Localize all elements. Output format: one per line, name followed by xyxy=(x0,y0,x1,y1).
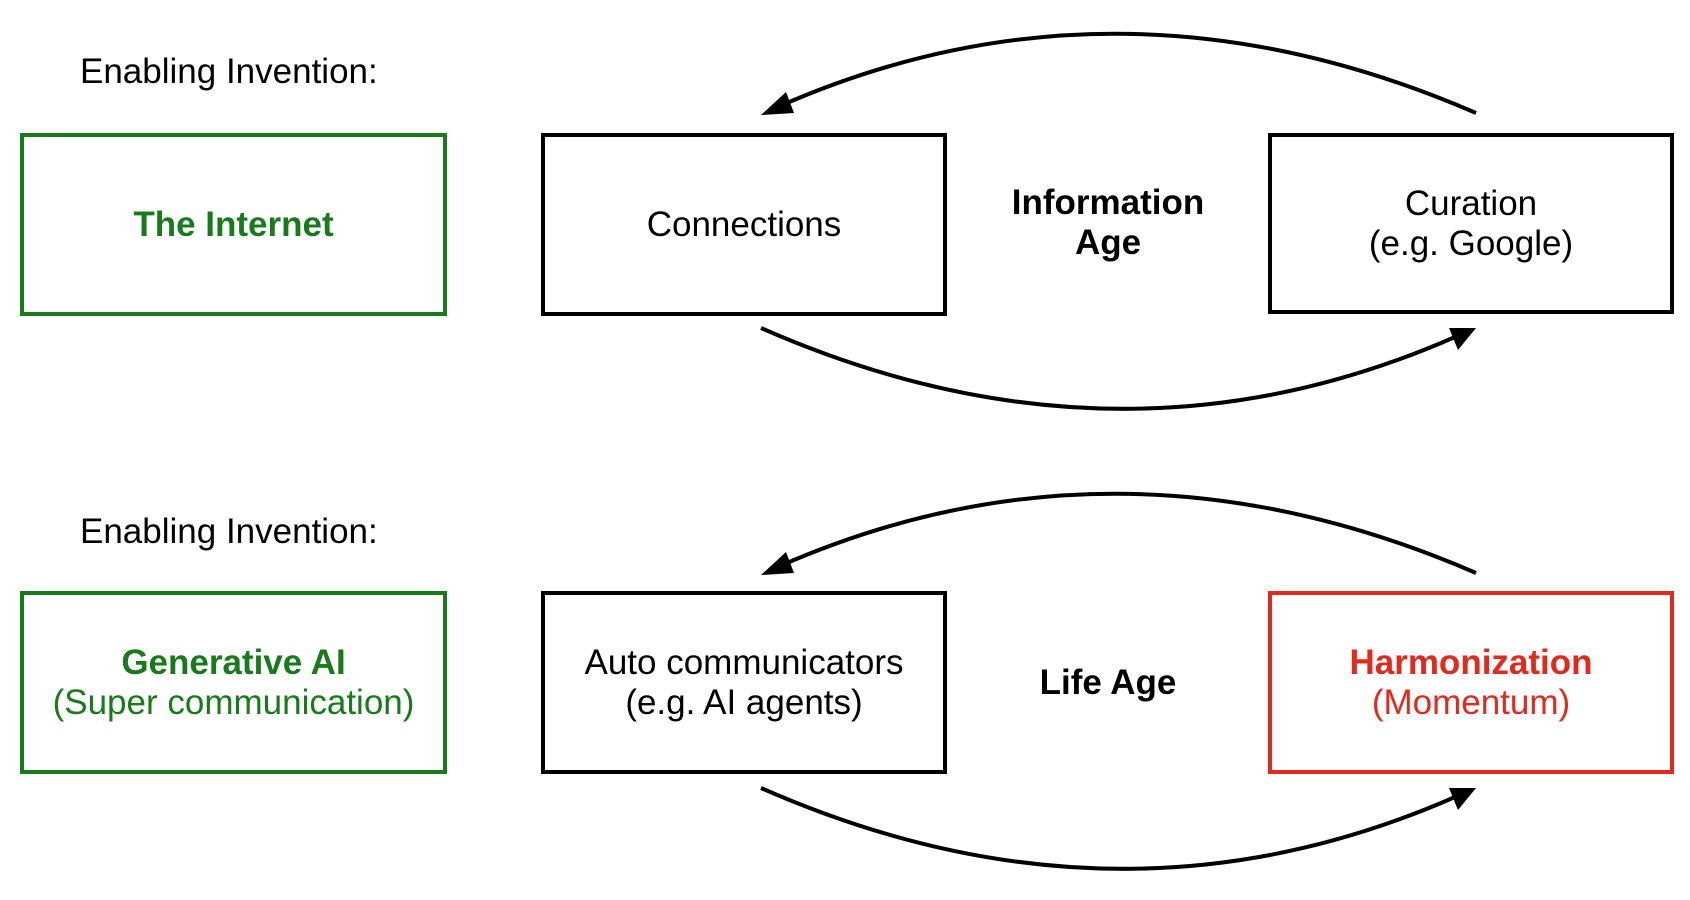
arrowhead-icon xyxy=(1449,328,1476,350)
curation-box: Curation (e.g. Google) xyxy=(1268,133,1674,314)
auto-communicators-label: Auto communicators xyxy=(584,642,904,682)
enabling-invention-label-row1: Enabling Invention: xyxy=(80,52,378,91)
harmonization-label: Harmonization xyxy=(1349,642,1593,682)
connections-label: Connections xyxy=(646,204,842,244)
invention-subtitle: (Super communication) xyxy=(52,682,415,722)
invention-title: Generative AI xyxy=(121,642,346,682)
enabling-invention-label-row2: Enabling Invention: xyxy=(80,512,378,551)
arrowhead-icon xyxy=(761,552,794,575)
arrow-harmonization-to-auto xyxy=(779,491,1477,575)
invention-box-generative-ai: Generative AI (Super communication) xyxy=(20,591,447,774)
information-age-label: Information Age xyxy=(978,183,1238,263)
auto-communicators-example: (e.g. AI agents) xyxy=(625,682,863,722)
invention-box-internet: The Internet xyxy=(20,133,447,316)
curation-label: Curation xyxy=(1404,183,1538,223)
age-line2: Age xyxy=(1074,223,1142,262)
harmonization-box: Harmonization (Momentum) xyxy=(1268,591,1674,774)
arrowhead-icon xyxy=(761,92,794,115)
arrow-curation-to-connections xyxy=(779,31,1477,115)
age-line1: Information xyxy=(1011,183,1205,222)
life-age-label: Life Age xyxy=(1039,663,1177,702)
harmonization-subtitle: (Momentum) xyxy=(1371,682,1571,722)
arrow-connections-to-curation xyxy=(760,326,1456,411)
connections-box: Connections xyxy=(541,133,947,316)
arrow-auto-to-harmonization xyxy=(760,786,1456,871)
arrowhead-icon xyxy=(1449,788,1476,810)
curation-example: (e.g. Google) xyxy=(1368,223,1574,263)
auto-communicators-box: Auto communicators (e.g. AI agents) xyxy=(541,591,947,774)
invention-title: The Internet xyxy=(133,204,334,244)
